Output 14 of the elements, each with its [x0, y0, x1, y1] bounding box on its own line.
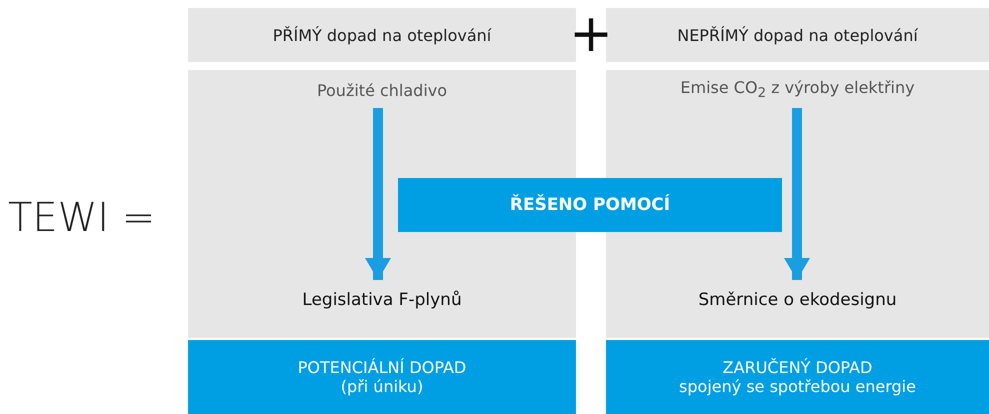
impact-title: ZARUČENÝ DOPAD [722, 358, 872, 377]
impact-note: (při úniku) [340, 377, 424, 396]
panel-heading: Emise CO$_{2}$ z výroby elektřiny [606, 76, 989, 104]
arrow [365, 108, 391, 280]
header-box: PŘÍMÝ dopad na oteplování [188, 8, 576, 62]
impact-note: spojený se spotřebou energie [679, 377, 916, 396]
impact-title: POTENCIÁLNÍ DOPAD [298, 358, 466, 377]
formula-text: TEWI = [8, 194, 156, 243]
result-text: Legislativa F-plynů [188, 282, 576, 318]
highlight-box: ŘEŠENO POMOCÍ [398, 178, 782, 232]
arrow [784, 108, 810, 280]
result-text: Směrnice o ekodesignu [606, 282, 989, 318]
panel-heading: Použité chladivo [188, 76, 576, 104]
header-box: NEPŘÍMÝ dopad na oteplování [606, 8, 989, 62]
